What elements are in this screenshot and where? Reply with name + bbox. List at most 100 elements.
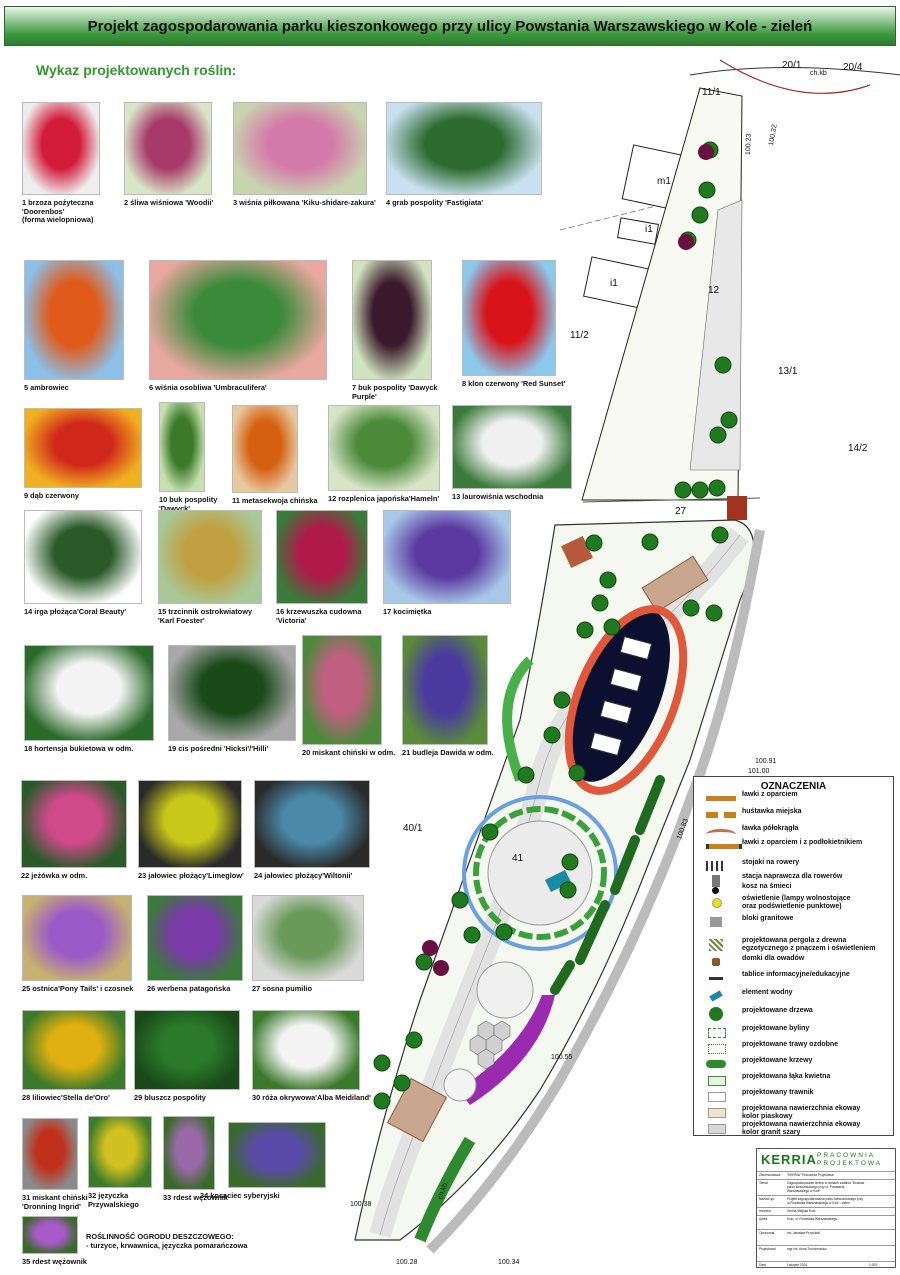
legend-label: kosz na śmieci bbox=[742, 883, 792, 890]
title-block-key: Temat bbox=[759, 1181, 768, 1185]
upper-path bbox=[689, 199, 743, 471]
tree-symbol bbox=[708, 479, 726, 497]
plant-photo bbox=[228, 1122, 326, 1188]
brand-logo: KERRIA bbox=[761, 1152, 817, 1167]
stairs bbox=[641, 555, 709, 613]
site-plan bbox=[354, 59, 900, 1254]
tree-symbol bbox=[711, 526, 729, 544]
plant-photo bbox=[21, 780, 127, 868]
legend-symbol-grass bbox=[708, 1044, 726, 1054]
tree-symbol bbox=[543, 726, 561, 744]
legend-symbol-lamp bbox=[712, 898, 722, 908]
plant-caption: 1 brzoza pożyteczna 'Doorenbos' (forma w… bbox=[22, 198, 94, 224]
title-block-key: Adres bbox=[759, 1217, 768, 1221]
legend-label: huśtawka miejska bbox=[742, 808, 802, 815]
title-block-key: Projektował bbox=[759, 1247, 776, 1251]
legend-symbol-meadow bbox=[708, 1076, 726, 1086]
title-block-value: "KERRIA" Pracownia Projektowa bbox=[787, 1173, 834, 1177]
plant-photo bbox=[149, 260, 327, 380]
legend-label: tablice informacyjne/edukacyjne bbox=[742, 971, 850, 978]
plant-caption: 14 irga płożąca'Coral Beauty' bbox=[24, 607, 127, 616]
tree-symbol bbox=[553, 691, 571, 709]
plant-caption: 35 rdest wężownik bbox=[22, 1257, 87, 1266]
map-label: i1 bbox=[610, 278, 618, 289]
map-label: 100.91 bbox=[755, 758, 777, 765]
plant-photo bbox=[252, 1010, 360, 1090]
title-block-row: Nazwa rys.Projekt zagospodarowania parku… bbox=[757, 1195, 895, 1205]
tree-symbol bbox=[720, 411, 738, 429]
legend-item: tablice informacyjne/edukacyjne bbox=[700, 971, 890, 987]
legend-symbol-swing bbox=[706, 812, 736, 818]
legend-symbol-station bbox=[712, 875, 720, 887]
plant-caption: 5 ambrowiec bbox=[24, 383, 69, 392]
court-edge bbox=[564, 605, 688, 795]
plant-photo bbox=[22, 1216, 78, 1254]
title-block-value: mgr inż. Anna Trochimowicz bbox=[787, 1247, 827, 1251]
legend-label: domki dla owadów bbox=[742, 955, 805, 962]
plant-caption: 28 liliowiec'Stella de'Oro' bbox=[22, 1093, 110, 1102]
legend-label: ławka półokrągła bbox=[742, 825, 799, 832]
hedge bbox=[550, 960, 575, 995]
tree-symbol bbox=[603, 618, 621, 636]
plant-photo bbox=[24, 260, 124, 380]
map-label: 20/4 bbox=[843, 62, 863, 73]
plant-caption: 9 dąb czerwony bbox=[24, 491, 80, 500]
tree-symbol bbox=[415, 953, 433, 971]
tree-symbol bbox=[481, 823, 499, 841]
legend-symbol-bench2 bbox=[706, 844, 742, 849]
plant-photo bbox=[88, 1116, 152, 1188]
plant-caption: 16 krzewuszka cudowna 'Victoria' bbox=[276, 607, 362, 625]
plant-caption: 11 metasekwoja chińska bbox=[232, 496, 318, 505]
legend-symbol-granite bbox=[710, 917, 722, 927]
tree-symbol bbox=[559, 881, 577, 899]
plant-photo bbox=[24, 408, 142, 488]
legend-item: projektowana nawierzchnia ekoway kolor p… bbox=[700, 1105, 890, 1121]
title-block-value: Zagospodarowanie terenu w ramach zadania… bbox=[787, 1181, 865, 1193]
plant-caption: 24 jałowiec płożący'Wiltonii' bbox=[254, 871, 353, 880]
map-label: 101.00 bbox=[748, 768, 770, 775]
tree-symbol bbox=[451, 891, 469, 909]
hedge bbox=[635, 775, 665, 835]
tree-symbol bbox=[561, 853, 579, 871]
tree-symbol bbox=[714, 356, 732, 374]
plaza-ring bbox=[462, 795, 618, 951]
map-label: 40/1 bbox=[403, 823, 423, 834]
rain-garden-note: ROŚLINNOŚĆ OGRODU DESZCZOWEGO: - turzyce… bbox=[86, 1232, 248, 1250]
map-label: 20/1 bbox=[782, 60, 802, 71]
tree-symbol bbox=[705, 604, 723, 622]
stairs bbox=[386, 1077, 448, 1143]
plant-caption: 21 budleja Dawida w odm. bbox=[402, 748, 494, 757]
legend-item: projektowane trawy ozdobne bbox=[700, 1041, 890, 1057]
tree-symbol bbox=[373, 1092, 391, 1110]
plant-photo bbox=[452, 405, 572, 489]
map-label: 100.38 bbox=[350, 1201, 372, 1208]
map-label: 27 bbox=[675, 506, 687, 517]
brick-pad bbox=[727, 496, 747, 520]
plant-photo bbox=[254, 780, 370, 868]
legend-label: ławki z oparciem i z podłokietnikiem bbox=[742, 839, 863, 846]
tree-symbol bbox=[373, 1054, 391, 1072]
legend-label: ławki z oparciem bbox=[742, 791, 798, 798]
title-block-key: Zleceniodawca bbox=[759, 1173, 781, 1177]
plant-caption: 31 miskant chiński 'Dronning Ingrid' bbox=[22, 1193, 88, 1211]
tree-symbol bbox=[463, 926, 481, 944]
building-i1 bbox=[616, 217, 660, 245]
legend-item: ławka półokrągła bbox=[700, 825, 890, 841]
legend-item: ławki z oparciem bbox=[700, 791, 890, 807]
legend-item: projektowane drzewa bbox=[700, 1007, 890, 1023]
title-block-value: Gmina Miejska Koło bbox=[787, 1209, 816, 1213]
hedge bbox=[610, 835, 640, 895]
title-block-key: Nazwa rys. bbox=[759, 1197, 775, 1201]
legend-item: projektowane byliny bbox=[700, 1025, 890, 1041]
legend-item: oświetlenie (lampy wolnostojące oraz pod… bbox=[700, 895, 890, 911]
legend-symbol-perennial bbox=[708, 1028, 726, 1038]
map-label: ch.kb bbox=[810, 70, 827, 77]
plant-photo bbox=[302, 635, 382, 745]
plant-photo bbox=[328, 405, 440, 491]
title-block-value: inż. Jarosław Przytulski bbox=[787, 1231, 820, 1235]
plant-photo bbox=[24, 645, 154, 741]
tree-symbol bbox=[641, 533, 659, 551]
legend-item: element wodny bbox=[700, 989, 890, 1005]
legend-label: stojaki na rowery bbox=[742, 859, 800, 866]
